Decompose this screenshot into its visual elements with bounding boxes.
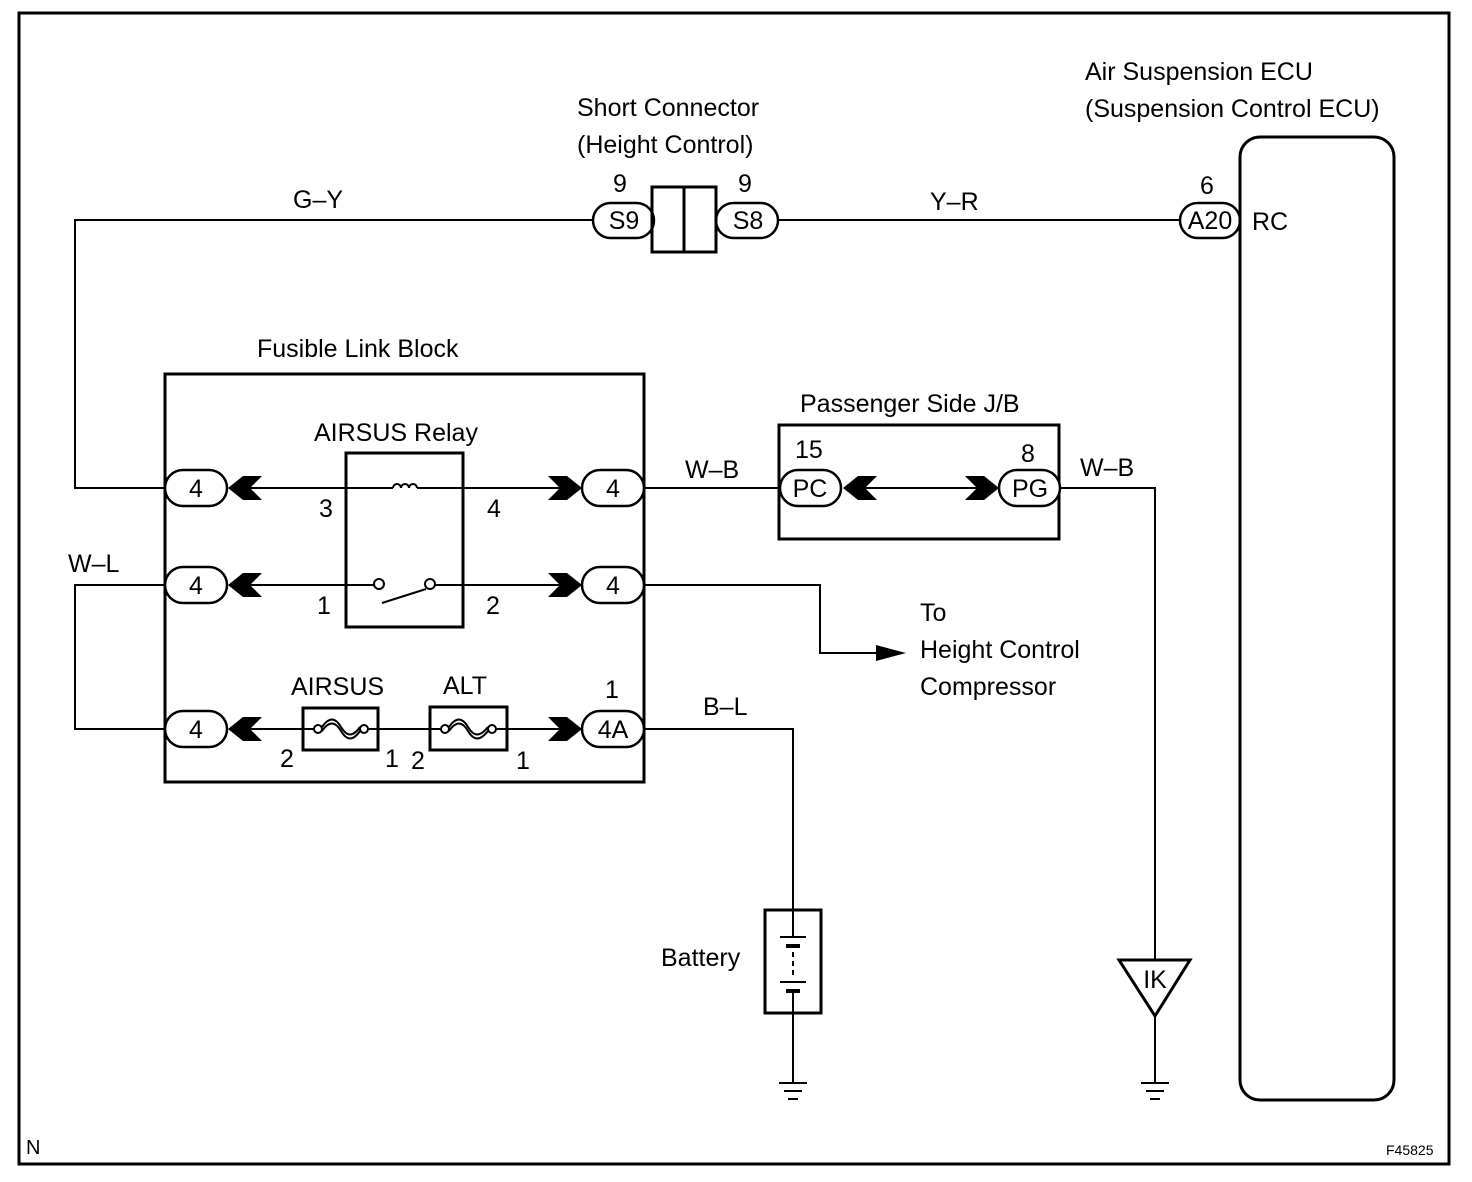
- fuse-airsus-element: [321, 718, 361, 736]
- fuse-alt-element: [448, 718, 489, 736]
- ecu-subtitle: (Suspension Control ECU): [1085, 95, 1380, 123]
- connector-pc-pin: 15: [795, 436, 823, 464]
- connector-pc-label: PC: [793, 475, 828, 503]
- block-connector-row1-left: [163, 468, 229, 508]
- connector-pc: [778, 468, 843, 508]
- block-connector-row3-left-label: 4: [189, 716, 203, 744]
- ground-point-ik: [1116, 958, 1193, 1019]
- connector-arrow-pc: [843, 476, 877, 500]
- ecu-connector-pin: 6: [1200, 172, 1214, 200]
- block-connector-row3-right-pin: 1: [605, 676, 619, 704]
- connector-s9-label: S9: [609, 207, 640, 235]
- block-connector-row3-right-label: 4A: [598, 716, 629, 744]
- fuse-alt-element-outline: [448, 722, 489, 740]
- short-connector-subtitle: (Height Control): [577, 131, 753, 159]
- connector-arrow-row2-left: [228, 573, 262, 597]
- wire-w-b-2-label: W–B: [1080, 454, 1134, 482]
- block-connector-row1-right: [580, 468, 646, 508]
- wire-w-b-1-label: W–B: [685, 456, 739, 484]
- wire-b-l-label: B–L: [703, 693, 748, 721]
- relay-pin-2: 2: [486, 592, 500, 620]
- wire-g-y-label: G–Y: [293, 186, 343, 214]
- connector-arrow-row3-left: [228, 717, 262, 741]
- ecu-box: [1238, 135, 1396, 1102]
- diagram-frame: [17, 11, 1451, 1166]
- connector-s8-pin: 9: [738, 170, 752, 198]
- block-connector-row1-left-label: 4: [189, 475, 203, 503]
- fusible-link-block: [163, 372, 646, 784]
- short-connector-title: Short Connector: [577, 94, 759, 122]
- connector-s9: [591, 201, 656, 240]
- block-connector-row2-right-label: 4: [606, 572, 620, 600]
- relay-pin-4: 4: [487, 495, 501, 523]
- ground-symbol-ik: [1141, 1082, 1169, 1100]
- airsus-relay: [344, 451, 465, 629]
- fusible-link-block-title: Fusible Link Block: [257, 335, 459, 363]
- block-connector-row2-left: [163, 565, 229, 605]
- fuse-alt-terminal-left: [440, 724, 450, 734]
- airsus-relay-title: AIRSUS Relay: [314, 419, 478, 447]
- fuse-alt-pin-left: 2: [411, 747, 425, 775]
- relay-pin-1: 1: [317, 592, 331, 620]
- connector-pg: [997, 468, 1062, 508]
- footer-figure-code: F45825: [1386, 1142, 1434, 1158]
- block-connector-row3-right: [580, 709, 646, 749]
- ecu-title: Air Suspension ECU: [1085, 58, 1313, 86]
- connector-arrow-row1-right: [548, 476, 582, 500]
- fuse-airsus-terminal-left: [313, 724, 323, 734]
- wire-b-l: [643, 728, 794, 910]
- fuse-airsus-pin-right: 1: [385, 745, 399, 773]
- relay-switch-blade: [381, 588, 427, 604]
- connector-s9-pin: 9: [613, 170, 627, 198]
- fuse-airsus-element-outline: [321, 722, 361, 740]
- fuse-airsus-label: AIRSUS: [291, 673, 384, 701]
- relay-switch-contact-left: [373, 578, 385, 590]
- connector-pg-label: PG: [1012, 475, 1048, 503]
- ground-point-ik-label: IK: [1143, 966, 1167, 994]
- wire-w-l: [74, 584, 165, 730]
- connector-arrow-row2-right: [548, 573, 582, 597]
- block-connector-row3-left: [163, 709, 229, 749]
- block-connector-row1-right-label: 4: [606, 475, 620, 503]
- connector-arrow-row3-right: [548, 717, 582, 741]
- connector-s8-label: S8: [733, 207, 764, 235]
- compressor-label-line1: To: [920, 599, 946, 627]
- ecu-connector-label: A20: [1188, 207, 1232, 235]
- connector-pg-pin: 8: [1021, 440, 1035, 468]
- connector-arrow-pg: [965, 476, 999, 500]
- block-connector-row2-right: [580, 565, 646, 605]
- wire-g-y: [74, 219, 593, 489]
- passenger-side-jb-title: Passenger Side J/B: [800, 390, 1020, 418]
- wire-y-r-label: Y–R: [930, 188, 979, 216]
- fuse-alt-label: ALT: [443, 672, 487, 700]
- fuse-alt-terminal-right: [487, 724, 497, 734]
- wire-to-compressor: [643, 584, 878, 654]
- wire-w-l-label: W–L: [68, 550, 120, 578]
- connector-arrow-row1-left: [228, 476, 262, 500]
- fuse-airsus-pin-left: 2: [280, 745, 294, 773]
- ecu-terminal-label: RC: [1252, 208, 1288, 236]
- fuse-alt-pin-right: 1: [516, 747, 530, 775]
- relay-pin-3: 3: [319, 495, 333, 523]
- compressor-label-line3: Compressor: [920, 673, 1056, 701]
- relay-coil: [392, 483, 418, 489]
- relay-switch-contact-right: [424, 578, 436, 590]
- battery-label: Battery: [661, 944, 741, 972]
- wire-w-b-2: [1060, 487, 1156, 960]
- compressor-label-line2: Height Control: [920, 636, 1080, 664]
- block-connector-row2-left-label: 4: [189, 572, 203, 600]
- fuse-airsus-terminal-right: [359, 724, 369, 734]
- compressor-arrowhead: [876, 645, 906, 661]
- ground-symbol-battery: [779, 1082, 807, 1100]
- footer-left-code: N: [26, 1137, 40, 1159]
